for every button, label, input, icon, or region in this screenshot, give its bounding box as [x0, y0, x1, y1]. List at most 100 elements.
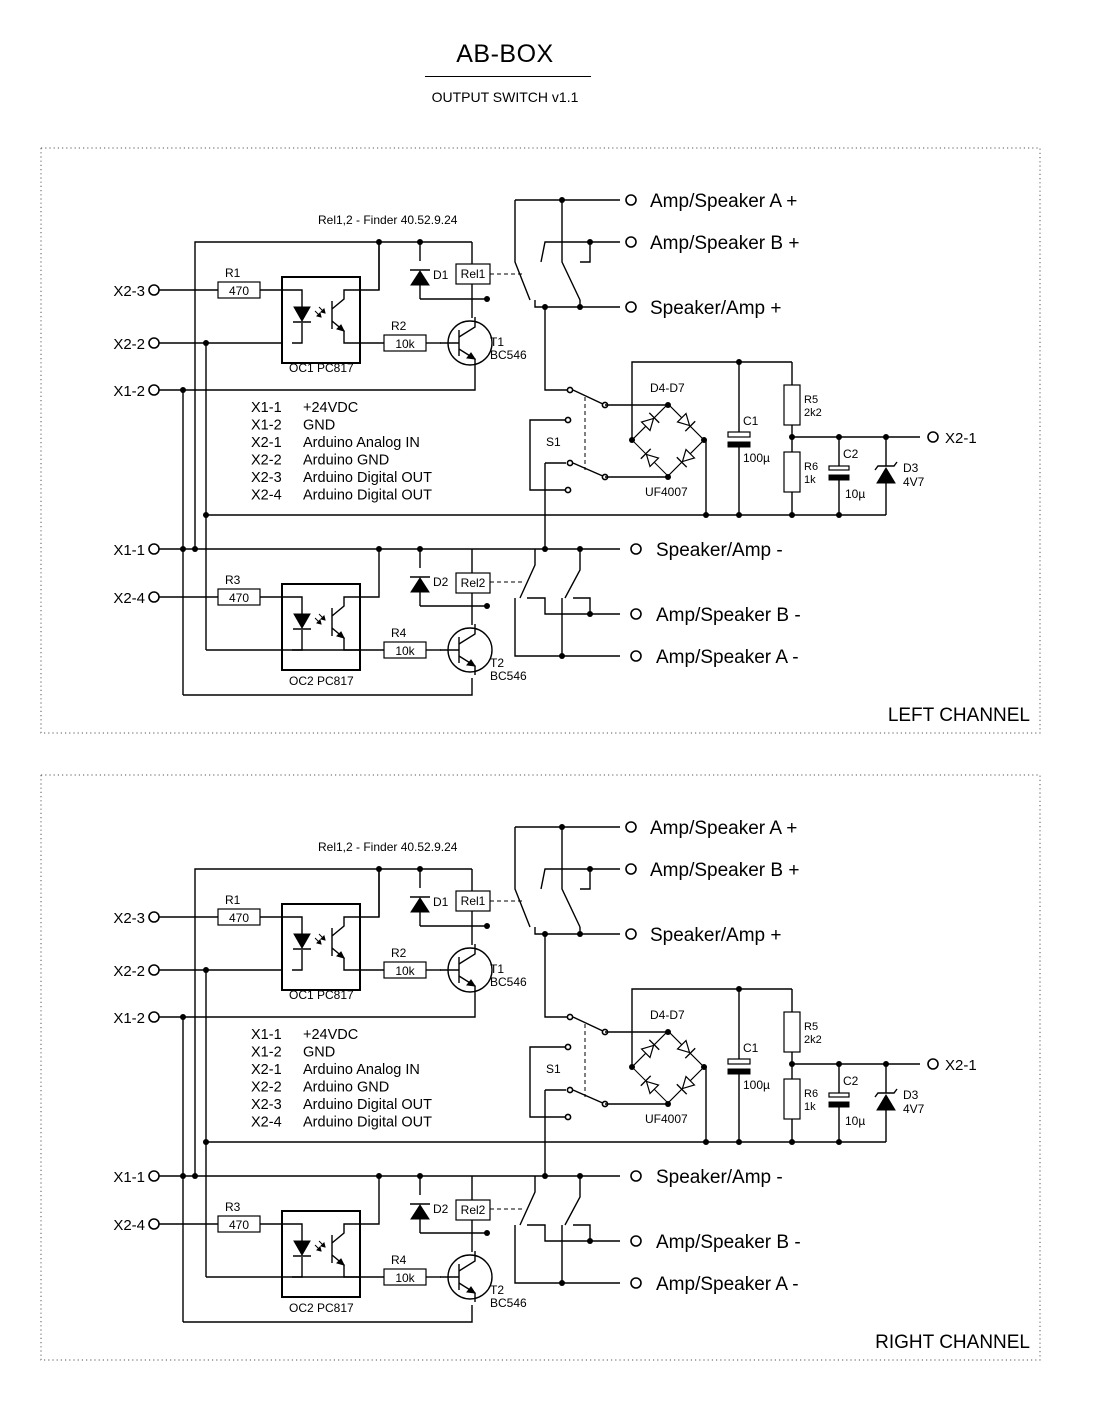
wire-s1-b [529, 1046, 568, 1118]
junction-dot [587, 1238, 593, 1244]
switch-contact [566, 459, 574, 467]
amp-b-minus-terminal-label: Amp/Speaker B - [656, 605, 801, 626]
rel1-contact-b [561, 827, 581, 928]
d3-label: D3 [903, 1088, 919, 1102]
junction-dot [587, 239, 593, 245]
rel2-blade-b [564, 549, 581, 599]
t2-transistor-collector [458, 624, 476, 645]
oc1-optocoupler-emitter [331, 320, 360, 344]
r5-resistor-label: R5 [804, 1021, 818, 1033]
x2-3-terminal-label: X2-3 [113, 910, 145, 927]
t2-transistor-collector [458, 1251, 476, 1272]
wire-s1-a [544, 934, 568, 1018]
c2-capacitor-plate [828, 1092, 850, 1098]
junction-dot [376, 239, 382, 245]
d3-zener [876, 467, 896, 484]
c2-value: 10µ [845, 1114, 865, 1128]
gnd-return [183, 678, 473, 696]
r4-resistor-value: 10k [395, 644, 415, 658]
junction-dot [484, 296, 490, 302]
channel-1: RIGHT CHANNELX2-3X2-2X1-2X1-1X2-4470R1OC… [40, 774, 1041, 1361]
bridge-diode-2-bar [684, 420, 696, 432]
d1-label: D1 [433, 895, 449, 909]
r3-resistor-value: 470 [229, 591, 249, 605]
bridge-diode-3-bar [640, 448, 652, 460]
r1-resistor-label: R1 [225, 893, 241, 907]
oc2-optocoupler-emitter-arrow [336, 631, 345, 639]
oc2-optocoupler-light-head [320, 1242, 326, 1248]
rel2-label: Rel2 [461, 576, 486, 590]
x2-4-terminal [148, 591, 160, 603]
x2-4-terminal-label: X2-4 [113, 1217, 145, 1234]
amp-b-minus-terminal [630, 608, 642, 620]
oc1-optocoupler-collector [331, 289, 360, 310]
oc2-optocoupler-light-head [320, 615, 326, 621]
oc1-optocoupler [281, 903, 361, 991]
d1-diode [410, 897, 430, 913]
legend-pin: X2-1 [251, 435, 282, 451]
oc1-optocoupler-light-head [320, 308, 326, 314]
r6-resistor-value: 1k [804, 1101, 816, 1113]
c1-capacitor-plate-neg [727, 1068, 751, 1075]
wire-dc-plus [631, 361, 792, 440]
d3-zener-bar [874, 1088, 898, 1098]
legend-pin: X2-1 [251, 1062, 282, 1078]
junction-dot [559, 197, 565, 203]
junction-dot [180, 1014, 186, 1020]
wire-s1-b [529, 419, 568, 491]
x1-2-terminal-label: X1-2 [113, 383, 145, 400]
c1-value: 100µ [743, 1078, 770, 1092]
legend-desc: +24VDC [303, 400, 358, 416]
junction-dot [180, 1173, 186, 1179]
oc1-optocoupler-led [293, 933, 311, 950]
rel1-contact-b-top [540, 868, 590, 890]
oc1-optocoupler-light-head [316, 312, 322, 318]
legend-pin: X1-2 [251, 1045, 282, 1061]
r1-resistor-value: 470 [229, 284, 249, 298]
oc1-optocoupler-led-wire [292, 950, 303, 971]
wire-amp-a-minus [514, 1225, 620, 1284]
legend-desc: Arduino Analog IN [303, 1062, 420, 1078]
junction-dot [665, 1029, 671, 1035]
rel2-label: Rel2 [461, 1203, 486, 1217]
c1-capacitor-plate [727, 431, 751, 438]
x2-3-terminal-label: X2-3 [113, 283, 145, 300]
amp-a-plus-terminal [625, 821, 637, 833]
d1-diode [410, 270, 430, 286]
bridge-diode-3-body [645, 453, 660, 468]
junction-dot [736, 1139, 742, 1145]
t2-transistor-emitter-arrow [466, 1286, 477, 1294]
bridge-diode-1 [640, 412, 660, 432]
t2-label: T2 [490, 1283, 504, 1297]
wire-dc-plus [631, 988, 792, 1067]
oc2-optocoupler-light-head [316, 619, 322, 625]
gnd-return [183, 1305, 473, 1323]
oc2-optocoupler-led [293, 1240, 311, 1257]
d2-label: D2 [433, 575, 449, 589]
bridge-part-label: UF4007 [645, 485, 688, 499]
junction-dot [587, 611, 593, 617]
wire-oc2-collector [360, 1176, 380, 1225]
r4-resistor-value: 10k [395, 1271, 415, 1285]
rel2-blade-a [519, 549, 536, 599]
amp-b-plus-terminal [625, 236, 637, 248]
oc1-optocoupler-light-head [316, 939, 322, 945]
x1-1-terminal [148, 543, 160, 555]
oc2-optocoupler-emitter-arrow [336, 1258, 345, 1266]
bridge-diode-3 [640, 1075, 660, 1095]
bridge-diode-2-body [676, 1039, 691, 1054]
c1-value: 100µ [743, 451, 770, 465]
r2-resistor-value: 10k [395, 964, 415, 978]
legend-pin: X2-4 [251, 1115, 282, 1131]
junction-dot [484, 603, 490, 609]
junction-dot [587, 866, 593, 872]
oc1-optocoupler-collector [331, 916, 360, 937]
oc2-label: OC2 PC817 [289, 1301, 354, 1315]
c2-capacitor-plate [828, 465, 850, 471]
junction-dot [484, 1230, 490, 1236]
t1-transistor-emitter-arrow [466, 352, 477, 360]
legend-pin: X2-3 [251, 470, 282, 486]
r3-resistor-label: R3 [225, 573, 241, 587]
oc2-optocoupler-led-wire [292, 596, 303, 614]
